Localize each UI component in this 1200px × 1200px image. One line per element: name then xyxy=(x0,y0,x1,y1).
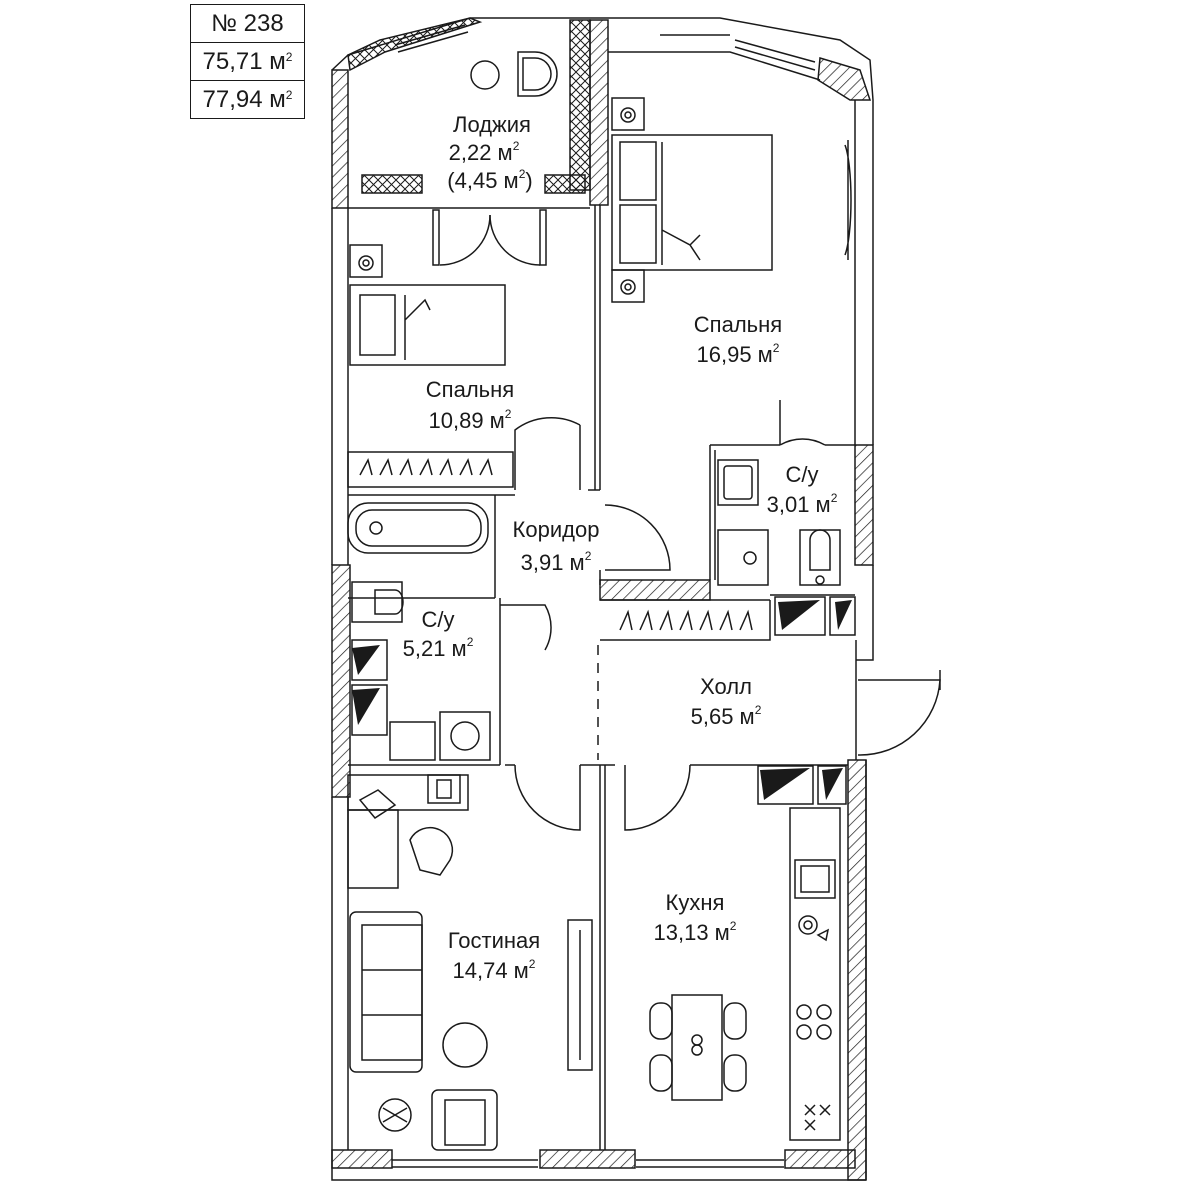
apartment-living-area: 75,71 м2 xyxy=(191,43,304,81)
living-area: 14,74 м2 xyxy=(453,957,536,983)
loggia-table xyxy=(470,60,500,90)
apartment-info-box: № 238 75,71 м2 77,94 м2 xyxy=(190,4,305,119)
loggia-name: Лоджия xyxy=(453,112,531,137)
kitchen-counter xyxy=(789,807,841,1141)
single-bed xyxy=(349,284,506,366)
room-labels: Лоджия 2,22 м2 (4,45 м2) Спальня 10,89 м… xyxy=(403,112,838,983)
hall-name: Холл xyxy=(700,674,752,699)
loggia-door xyxy=(432,209,440,266)
kitchen-name: Кухня xyxy=(666,890,725,915)
armchair xyxy=(431,1089,498,1151)
wall-segment xyxy=(599,579,711,601)
bedroom-large-area: 16,95 м2 xyxy=(697,341,780,367)
wall-segment xyxy=(854,444,874,566)
desk xyxy=(347,774,469,811)
bedroom-small-name: Спальня xyxy=(426,377,514,402)
wall-segment xyxy=(539,1149,636,1169)
apartment-number: № 238 xyxy=(191,5,304,43)
bathroom-large-name: С/у xyxy=(422,607,455,632)
wall-segment xyxy=(331,1149,393,1169)
tv-stand xyxy=(567,919,593,1071)
loggia-wall xyxy=(569,19,591,191)
loggia-area-full: (4,45 м2) xyxy=(447,167,532,193)
wall-segment xyxy=(331,69,349,209)
wall-segment xyxy=(847,759,867,1181)
living-name: Гостиная xyxy=(448,928,540,953)
toilet xyxy=(351,581,403,623)
wall-segment xyxy=(331,564,351,798)
plan-lines xyxy=(331,17,941,1181)
plant xyxy=(378,1098,412,1132)
bath-sink xyxy=(717,459,759,506)
sofa xyxy=(349,911,423,1073)
double-bed xyxy=(611,134,773,271)
kitchen-area: 13,13 м2 xyxy=(654,919,737,945)
wash-basin xyxy=(389,721,436,761)
loggia-chair xyxy=(517,51,558,97)
wall-segment xyxy=(817,57,872,101)
accent-fills xyxy=(352,600,852,800)
loggia-area: 2,22 м2 xyxy=(449,139,520,165)
coffee-table xyxy=(442,1022,488,1068)
wall-segment xyxy=(589,19,609,206)
kitchen-sink xyxy=(794,859,836,899)
bathroom-small-name: С/у xyxy=(786,462,819,487)
loggia-wall xyxy=(361,174,423,194)
bathroom-small-area: 3,01 м2 xyxy=(767,491,838,517)
corridor-name: Коридор xyxy=(513,517,600,542)
wardrobe xyxy=(347,451,514,488)
bedroom-small-area: 10,89 м2 xyxy=(429,407,512,433)
corridor-area: 3,91 м2 xyxy=(521,549,592,575)
office-chair xyxy=(409,826,454,876)
washing-machine xyxy=(439,711,491,761)
apartment-total-area: 77,94 м2 xyxy=(202,86,293,113)
bathroom-large-area: 5,21 м2 xyxy=(403,635,474,661)
bedroom-large-name: Спальня xyxy=(694,312,782,337)
cooktop xyxy=(796,1004,812,1020)
wall-segment xyxy=(784,1149,856,1169)
dining-chair xyxy=(649,1002,673,1040)
loggia-wall xyxy=(347,17,483,72)
loggia-door xyxy=(539,209,547,266)
loggia-wall xyxy=(544,174,586,194)
bathtub xyxy=(347,502,489,554)
dining-table xyxy=(671,994,723,1101)
hall-area: 5,65 м2 xyxy=(691,703,762,729)
